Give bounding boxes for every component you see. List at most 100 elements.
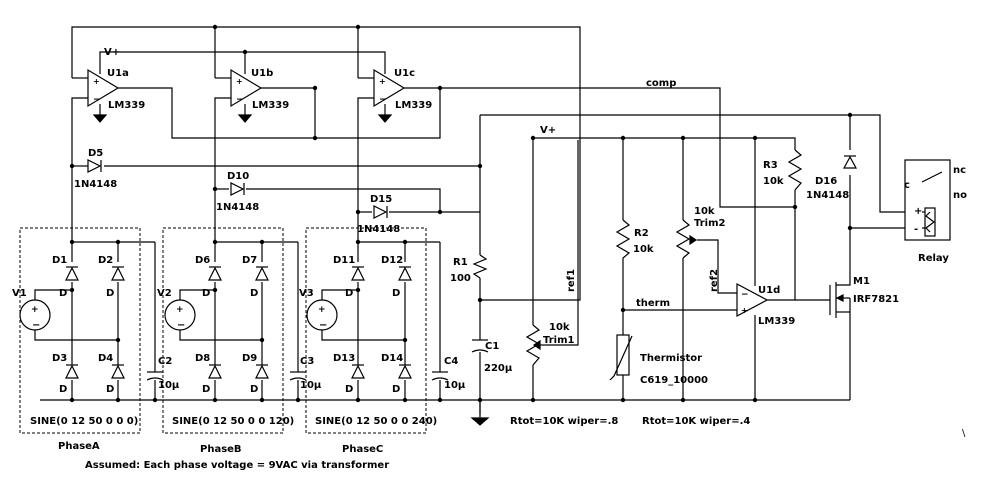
label-r3-value: 10k [763, 176, 784, 187]
svg-text:+: + [741, 306, 748, 315]
label-u1d-part: LM339 [758, 316, 795, 327]
label-d8: D8 [195, 353, 210, 364]
label-d7: D7 [242, 255, 257, 266]
label-r1: R1 [453, 257, 468, 268]
label-u1b: U1b [251, 68, 273, 79]
phasea-box [19, 227, 141, 434]
label-phase-c: PhaseC [342, 444, 383, 455]
label-c4-value: 10µ [444, 380, 466, 391]
svg-text:+: + [379, 77, 386, 86]
label-d10: D10 [227, 171, 249, 182]
label-u1c: U1c [394, 68, 415, 79]
junction-dots [69, 24, 853, 403]
label-d5-part: 1N4148 [74, 179, 117, 190]
label-d16: D16 [815, 176, 837, 187]
potentiometer-trim1 [525, 324, 546, 366]
bridge-diodes [65, 266, 412, 379]
label-assumed: Assumed: Each phase voltage = 9VAC via t… [85, 460, 389, 471]
label-d1-type: D [59, 288, 67, 299]
label-relay-no: no [953, 190, 967, 201]
label-d8-type: D [202, 384, 210, 395]
capacitor-c1 [471, 339, 489, 353]
voltage-source-v1: + − [19, 299, 51, 331]
label-d4: D4 [98, 353, 113, 364]
capacitor-c4 [431, 371, 449, 381]
label-relay-plus: + [914, 206, 922, 217]
label-m1-part: IRF7821 [853, 294, 899, 305]
label-m1: M1 [853, 276, 870, 287]
svg-text:−: − [93, 95, 101, 105]
label-rtot1: Rtot=10K wiper=.8 [510, 416, 618, 427]
diode-d15 [373, 205, 388, 219]
svg-text:−: − [236, 95, 244, 105]
label-d1: D1 [52, 255, 67, 266]
label-d10-part: 1N4148 [216, 202, 259, 213]
phasec-box [305, 227, 427, 434]
label-d6-type: D [202, 288, 210, 299]
label-d13-type: D [345, 384, 353, 395]
label-d3: D3 [52, 353, 67, 364]
resistor-r1 [472, 254, 488, 279]
label-d12-type: D [392, 288, 400, 299]
label-d3-type: D [59, 384, 67, 395]
resistor-r2 [615, 219, 631, 265]
label-backslash: \ [962, 428, 966, 439]
label-u1a-part: LM339 [108, 100, 145, 111]
label-c1-value: 220µ [484, 363, 513, 374]
label-relay-nc: nc [953, 165, 966, 176]
voltage-source-v3: + − [306, 299, 338, 331]
label-u1d: U1d [758, 285, 780, 296]
label-d7-type: D [250, 288, 258, 299]
label-trim2-value: 10k [694, 206, 715, 217]
svg-text:−: − [319, 320, 327, 331]
label-d2: D2 [98, 255, 113, 266]
label-c2: C2 [158, 356, 172, 367]
svg-text:−: − [32, 320, 40, 331]
svg-text:+: + [93, 77, 100, 86]
comparator-u1b: + − [230, 68, 263, 123]
voltage-source-v2: + − [164, 299, 196, 331]
phaseb-box [162, 227, 284, 434]
label-relay: Relay [918, 253, 949, 264]
label-c3-value: 10µ [300, 380, 322, 391]
diode-d10 [230, 182, 245, 196]
label-trim2: Trim2 [694, 218, 726, 229]
label-thermistor-part: C619_10000 [640, 375, 708, 386]
label-comp: comp [646, 78, 676, 89]
resistor-r3 [787, 149, 803, 191]
label-rtot2: Rtot=10K wiper=.4 [642, 416, 750, 427]
label-d15-part: 1N4148 [357, 224, 400, 235]
label-d9-type: D [250, 384, 258, 395]
label-sine-a: SINE(0 12 50 0 0 0) [30, 416, 138, 427]
label-d11-type: D [345, 288, 353, 299]
label-d6: D6 [195, 255, 210, 266]
label-d16-part: 1N4148 [806, 190, 849, 201]
label-trim1: Trim1 [543, 335, 575, 346]
label-d9: D9 [242, 353, 257, 364]
label-trim1-value: 10k [549, 322, 570, 333]
label-c1: C1 [485, 341, 499, 352]
comparator-u1a: + − [87, 68, 120, 123]
diode-d16 [842, 155, 858, 169]
label-r1-value: 100 [450, 273, 471, 284]
label-vplus-top: V+ [104, 47, 120, 58]
svg-text:+: + [318, 305, 326, 315]
thermistor [609, 330, 633, 381]
label-thermistor: Thermistor [640, 353, 702, 364]
label-vplus-mid: V+ [540, 125, 556, 136]
label-v1: V1 [12, 288, 27, 299]
ground-symbol [470, 417, 490, 426]
svg-text:−: − [741, 290, 749, 300]
label-d2-type: D [106, 288, 114, 299]
label-phase-a: PhaseA [58, 441, 100, 452]
svg-text:+: + [176, 305, 184, 315]
label-d14: D14 [381, 353, 403, 364]
relay [904, 159, 951, 241]
label-ref1: ref1 [566, 269, 577, 292]
label-d4-type: D [106, 384, 114, 395]
mosfet-m1 [829, 275, 851, 318]
label-c2-value: 10µ [158, 380, 180, 391]
diode-d5 [87, 159, 102, 173]
label-d15: D15 [370, 194, 392, 205]
